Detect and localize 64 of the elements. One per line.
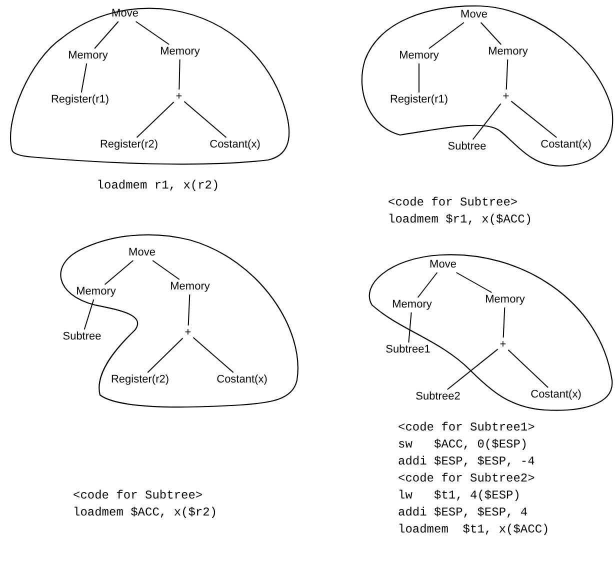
tree-edge [408, 312, 412, 343]
tree-edge [508, 349, 549, 388]
code-line: loadmem $r1, x($ACC) [388, 212, 532, 228]
code-line: addi $ESP, $ESP, -4 [398, 454, 535, 470]
code-line: <code for Subtree> [73, 488, 203, 504]
tree-edge [418, 63, 420, 93]
tree-node-label: Register(r2) [110, 374, 170, 386]
tree-edge [184, 100, 227, 138]
tree-node-label: Costant(x) [530, 388, 582, 402]
tree-node-label: Subtree2 [414, 390, 462, 404]
tree-node-label: Memory [159, 46, 201, 58]
tree-node-label: Subtree [62, 330, 102, 344]
tree-edge [428, 22, 464, 49]
tree-node-label: Move [428, 258, 458, 272]
tree-node-label: Memory [75, 286, 117, 298]
tree-node-label: + [498, 338, 508, 352]
tree-edge [502, 307, 506, 338]
tree-edge [192, 337, 234, 373]
tree-node-label: Costant(x) [216, 374, 268, 386]
code-line: loadmem $t1, x($ACC) [398, 522, 550, 538]
tree-edge [80, 63, 88, 93]
tree-edge [188, 294, 190, 326]
tree-node-label: Move [460, 8, 488, 22]
tree-edge [456, 272, 492, 293]
tree-edge [136, 102, 174, 138]
tree-edge [94, 21, 119, 49]
tree-node-label: Memory [484, 294, 526, 306]
tree-edge [152, 260, 180, 280]
tree-edge [510, 100, 558, 138]
code-line: lw $t1, 4($ESP) [398, 488, 520, 504]
tree-node-label: Move [110, 8, 140, 20]
tree-node-label: Subtree1 [384, 344, 432, 356]
tree-edge [472, 103, 502, 140]
tree-edge [135, 21, 170, 45]
tree-node-label: Memory [487, 46, 529, 58]
code-line: <code for Subtree> [388, 196, 518, 210]
code-line: addi $ESP, $ESP, 4 [398, 506, 528, 520]
tree-edge [506, 59, 508, 90]
tree-node-label: + [174, 90, 184, 104]
tree-edge [480, 22, 502, 45]
tree-edge [446, 348, 498, 390]
tree-edge [84, 299, 94, 330]
tree-edge [104, 260, 134, 285]
tree-node-label: Move [128, 246, 156, 260]
tree-node-label: + [184, 326, 192, 340]
tree-node-label: Register(r1) [50, 94, 110, 106]
tree-node-label: Memory [67, 50, 109, 62]
tree-node-label: Subtree [446, 140, 488, 154]
tree-node-label: Costant(x) [208, 138, 262, 152]
tree-node-label: + [502, 90, 510, 104]
tree-node-label: Memory [398, 50, 440, 62]
code-line: sw $ACC, 0($ESP) [398, 438, 528, 452]
tree-edge [147, 338, 184, 373]
tree-node-label: Register(r1) [388, 94, 450, 106]
code-line: loadmem r1, x(r2) [96, 178, 220, 194]
code-line: loadmem $ACC, x($r2) [73, 506, 218, 520]
tree-edge [417, 272, 438, 298]
tree-node-label: Memory [169, 280, 211, 294]
code-line: <code for Subtree2> [398, 472, 535, 486]
tree-node-label: Costant(x) [540, 138, 592, 152]
tree-node-label: Register(r2) [98, 138, 160, 152]
code-line: <code for Subtree1> [398, 420, 535, 436]
tree-node-label: Memory [391, 298, 433, 312]
tree-edge [178, 59, 180, 90]
